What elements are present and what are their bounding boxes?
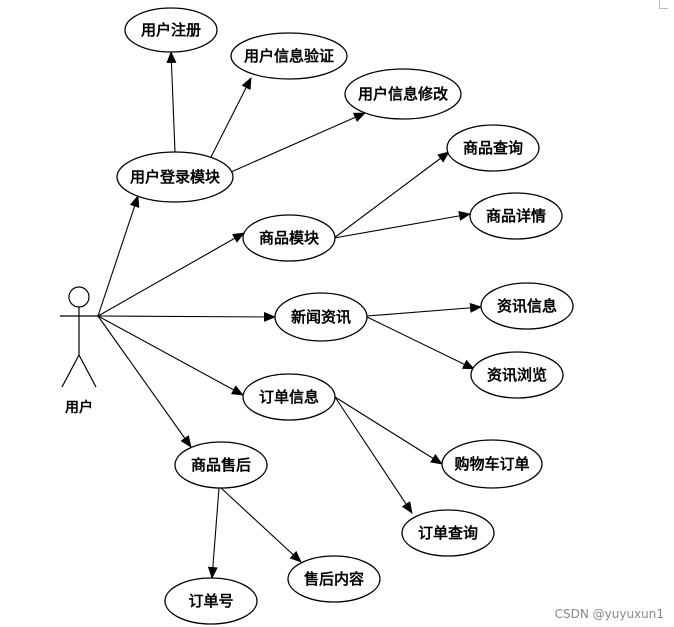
association-arrow	[334, 396, 443, 465]
actor-head	[68, 286, 90, 308]
nodes-layer: 用户注册用户信息验证用户信息修改用户登录模块商品查询商品详情商品模块新闻资讯资讯…	[116, 7, 574, 625]
use-case-ellipse	[242, 214, 336, 262]
use-case-register[interactable]: 用户注册	[124, 7, 218, 53]
edges-layer	[97, 51, 482, 579]
use-case-ellipse	[164, 577, 258, 625]
actor-user[interactable]: 用户	[60, 286, 98, 416]
use-case-label: 新闻资讯	[291, 308, 351, 326]
use-case-label: 资讯浏览	[487, 366, 547, 384]
use-case-query[interactable]: 商品查询	[446, 124, 540, 172]
use-case-label: 资讯信息	[497, 297, 557, 315]
use-case-product[interactable]: 商品模块	[242, 214, 336, 262]
use-case-label: 用户信息修改	[358, 85, 449, 103]
use-case-label: 商品详情	[486, 207, 546, 225]
use-case-label: 订单信息	[259, 388, 319, 406]
use-case-detail[interactable]: 商品详情	[469, 192, 563, 240]
association-arrow	[366, 302, 482, 317]
use-case-label: 用户登录模块	[130, 168, 221, 186]
association-arrow	[333, 151, 450, 239]
association-arrow	[207, 487, 220, 579]
use-case-ellipse	[274, 292, 368, 342]
use-case-label: 订单查询	[418, 524, 478, 542]
association-arrow	[166, 51, 177, 153]
use-case-ellipse	[174, 441, 268, 489]
use-case-ellipse	[480, 282, 574, 330]
actor-right-leg	[78, 354, 97, 388]
use-case-ellipse	[470, 351, 564, 399]
use-case-label: 用户注册	[141, 21, 201, 39]
use-case-ellipse	[242, 373, 336, 421]
use-case-orderquery[interactable]: 订单查询	[401, 509, 495, 557]
association-arrow	[97, 315, 192, 448]
use-case-modify[interactable]: 用户信息修改	[344, 68, 462, 120]
use-case-login[interactable]: 用户登录模块	[116, 151, 234, 203]
use-case-label: 商品售后	[191, 456, 251, 474]
use-case-orderno[interactable]: 订单号	[164, 577, 258, 625]
association-arrow	[210, 77, 252, 158]
association-arrow	[97, 315, 244, 396]
use-case-label: 购物车订单	[454, 455, 529, 473]
association-arrow	[97, 195, 140, 317]
use-case-newsinfo[interactable]: 资讯信息	[480, 282, 574, 330]
association-arrow	[97, 232, 245, 317]
use-case-browse[interactable]: 资讯浏览	[470, 351, 564, 399]
association-arrow	[230, 112, 366, 173]
actor-label: 用户	[65, 399, 93, 416]
use-case-label: 售后内容	[304, 570, 364, 588]
use-case-ellipse	[441, 439, 543, 489]
association-arrow	[220, 487, 302, 563]
use-case-verify[interactable]: 用户信息验证	[230, 32, 348, 80]
use-case-ellipse	[344, 68, 462, 120]
use-case-ellipse	[230, 32, 348, 80]
use-case-ellipse	[287, 555, 381, 603]
use-case-ellipse	[116, 151, 234, 203]
association-arrow	[366, 316, 475, 370]
use-case-label: 商品查询	[463, 139, 523, 157]
use-case-ellipse	[401, 509, 495, 557]
association-arrow	[97, 311, 276, 322]
actor-left-leg	[61, 354, 80, 388]
use-case-ellipse	[446, 124, 540, 172]
use-case-ellipse	[469, 192, 563, 240]
association-arrow	[334, 396, 413, 514]
watermark: CSDN @yuyuxun1	[554, 607, 664, 621]
use-case-cart[interactable]: 购物车订单	[441, 439, 543, 489]
use-case-content[interactable]: 售后内容	[287, 555, 381, 603]
use-case-ellipse	[124, 7, 218, 53]
association-arrow	[333, 210, 471, 239]
use-case-aftersale[interactable]: 商品售后	[174, 441, 268, 489]
use-case-label: 商品模块	[259, 229, 320, 247]
corner-mark	[659, 0, 668, 9]
use-case-order[interactable]: 订单信息	[242, 373, 336, 421]
use-case-label: 用户信息验证	[244, 47, 334, 65]
use-case-news[interactable]: 新闻资讯	[274, 292, 368, 342]
use-case-label: 订单号	[188, 592, 233, 610]
